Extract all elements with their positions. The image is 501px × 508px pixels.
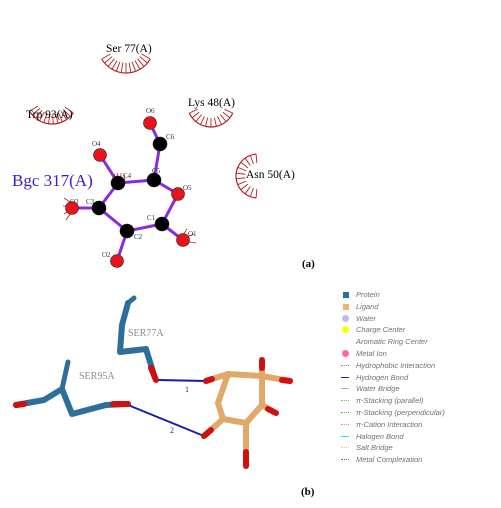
atom-label-o6: O6	[146, 107, 155, 115]
legend-label: π-Stacking (parallel)	[356, 396, 424, 406]
atom-c3	[91, 200, 107, 216]
residue-label-asn50: Asn 50(A)	[246, 169, 295, 181]
legend-swatch	[343, 303, 349, 310]
legend-swatch	[341, 447, 349, 449]
atom-label-c5: C5	[152, 167, 161, 175]
residue-label-ser77: Ser 77(A)	[106, 43, 152, 55]
hbond-label-1: 1	[185, 385, 189, 394]
residue-label-lys48: Lys 48(A)	[188, 97, 235, 109]
hydrophobic-contacts	[28, 53, 258, 199]
panel-b-3d-view: 1 2 SER77	[13, 295, 293, 469]
residue-label-trp93: Trp 93(A)	[26, 109, 73, 121]
legend-label: Ligand	[356, 301, 379, 311]
atom-label-o5: O5	[183, 184, 192, 192]
legend-item: Water	[340, 313, 495, 325]
legend-swatch	[341, 376, 349, 378]
hbond-label-2: 2	[170, 426, 174, 435]
atom-label-o4: O4	[92, 140, 101, 148]
legend-swatch	[341, 411, 349, 413]
legend-swatch	[341, 400, 349, 402]
legend-label: Halogen Bond	[356, 431, 404, 441]
atom-c6	[152, 136, 168, 152]
atom-o6	[143, 116, 157, 130]
atom-c5	[146, 172, 162, 188]
ligand-3d	[201, 357, 293, 469]
atom-label-c1: C1	[147, 214, 156, 222]
legend-label: Water Bridge	[356, 384, 400, 394]
legend-label: Salt Bridge	[356, 443, 393, 453]
legend-swatch	[341, 364, 349, 366]
legend-label: Aromatic Ring Center	[356, 337, 428, 347]
atom-label-o3: O3	[70, 198, 79, 206]
hbond-1	[157, 379, 207, 382]
legend-label: Water	[356, 313, 376, 323]
legend-item: Hydrophobic Interaction	[340, 360, 495, 372]
legend-label: π-Stacking (perpendicular)	[356, 407, 445, 417]
residue-label-ser77a: SER77A	[128, 328, 164, 339]
legend-label: Metal Complexation	[356, 455, 423, 465]
atom-label-c6: C6	[166, 133, 175, 141]
legend-label: Metal Ion	[356, 348, 387, 358]
legend-label: Charge Center	[356, 325, 406, 335]
atom-label-c2: C2	[134, 233, 143, 241]
atom-label-c3: C3	[86, 198, 95, 206]
ligand-name-label: Bgc 317(A)	[12, 171, 93, 190]
legend-label: Hydrophobic Interaction	[356, 360, 436, 370]
legend-item: Ligand	[340, 301, 495, 313]
atom-c1	[154, 216, 170, 232]
protein-residue-ser95	[13, 359, 131, 417]
atom-c2	[119, 223, 135, 239]
legend-swatch	[341, 435, 349, 437]
legend-item: π-Stacking (parallel)	[340, 395, 495, 407]
legend-swatch	[341, 388, 349, 390]
legend-label: Hydrogen Bond	[356, 372, 409, 382]
legend-item: Protein	[340, 289, 495, 301]
legend-item: Aromatic Ring Center	[340, 336, 495, 348]
atom-c4	[110, 175, 126, 191]
legend-label: π-Cation Interaction	[356, 419, 423, 429]
legend-item: Salt Bridge	[340, 442, 495, 454]
atom-o1	[176, 233, 190, 247]
legend-item: Halogen Bond	[340, 431, 495, 443]
atom-label-o2: O2	[102, 251, 111, 259]
legend-label: Protein	[356, 290, 380, 299]
hydrophobic-arc-lys48	[188, 108, 234, 128]
atom-o4	[93, 148, 107, 162]
atom-label-c4: C4	[123, 172, 132, 180]
legend-swatch	[341, 423, 349, 425]
atom-o3	[65, 201, 79, 215]
panel-b-label: (b)	[301, 486, 315, 498]
hydrophobic-arc-ser77	[101, 53, 151, 74]
legend-swatch	[343, 292, 349, 298]
hydrophobic-arc-asn50	[235, 153, 258, 199]
protein-residue-ser77	[117, 295, 159, 383]
legend-item: π-Cation Interaction	[340, 419, 495, 431]
legend-item: Charge Center	[340, 324, 495, 336]
atom-o2	[110, 254, 124, 268]
legend-item: Hydrogen Bond	[340, 372, 495, 384]
legend-swatch	[342, 326, 349, 334]
legend-swatch	[342, 314, 349, 322]
legend-item: Metal Complexation	[340, 454, 495, 466]
atom-label-o1: O1	[188, 230, 197, 238]
hydrophobic-arc-trp93	[28, 105, 74, 125]
atom-o5	[171, 187, 185, 201]
legend-item: Metal Ion	[340, 348, 495, 360]
panel-a-label: (a)	[302, 258, 315, 270]
legend-item: Water Bridge	[340, 383, 495, 395]
hbond-2	[127, 404, 205, 437]
legend-item: π-Stacking (perpendicular)	[340, 407, 495, 419]
legend-swatch	[342, 338, 349, 345]
legend-swatch	[342, 349, 349, 357]
hydrogen-bonds	[127, 379, 207, 437]
residue-label-ser95a: SER95A	[79, 371, 115, 382]
legend-swatch	[341, 459, 349, 461]
ligand-atoms	[65, 116, 190, 268]
